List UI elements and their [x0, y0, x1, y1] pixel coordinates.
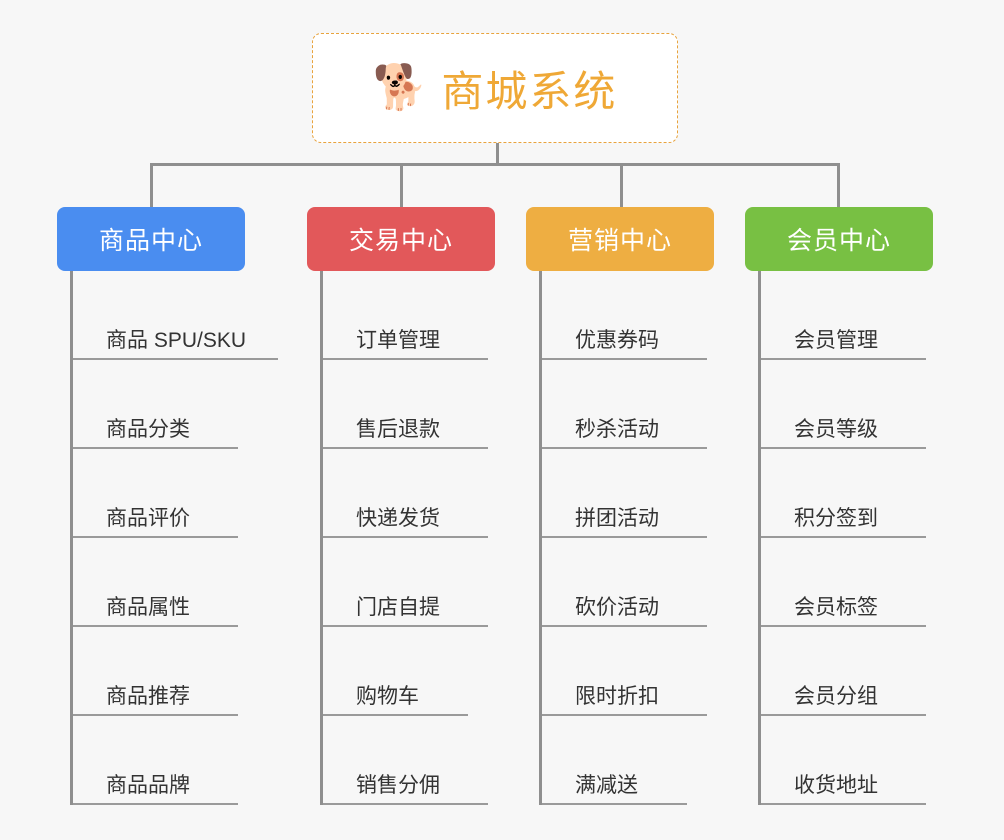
leaf-label: 砍价活动	[575, 595, 659, 619]
leaf-label: 会员管理	[794, 328, 878, 352]
category-label-0: 商品中心	[98, 227, 203, 255]
leaf-column-0: 商品 SPU/SKU 商品分类 商品评价 商品属性 商品推荐 商品品牌	[70, 271, 280, 805]
leaf-label: 购物车	[356, 684, 419, 708]
leaf-underline	[323, 358, 488, 360]
leaf-item[interactable]: 会员等级	[761, 360, 968, 449]
leaf-label: 会员标签	[794, 595, 878, 619]
connector-drop-2	[400, 163, 403, 208]
leaf-underline	[761, 803, 926, 805]
leaf-underline	[761, 625, 926, 627]
leaf-item[interactable]: 商品分类	[73, 360, 280, 449]
leaf-column-1: 订单管理 售后退款 快递发货 门店自提 购物车 销售分佣	[320, 271, 530, 805]
leaf-underline	[542, 358, 707, 360]
category-label-3: 会员中心	[786, 227, 891, 255]
category-box-3[interactable]: 会员中心	[745, 207, 933, 271]
leaf-item[interactable]: 会员标签	[761, 538, 968, 627]
leaf-item[interactable]: 销售分佣	[323, 716, 530, 805]
leaf-underline	[542, 803, 687, 805]
leaf-label: 商品 SPU/SKU	[106, 328, 247, 352]
leaf-label: 商品品牌	[106, 773, 190, 797]
root-node-shop-system[interactable]: 🐕 商城系统	[312, 33, 678, 143]
leaf-underline	[542, 625, 707, 627]
leaf-underline	[73, 625, 238, 627]
leaf-item[interactable]: 商品属性	[73, 538, 280, 627]
leaf-label: 销售分佣	[356, 773, 440, 797]
leaf-item[interactable]: 售后退款	[323, 360, 530, 449]
leaf-underline	[73, 714, 238, 716]
leaf-label: 快递发货	[356, 506, 440, 530]
leaf-item[interactable]: 拼团活动	[542, 449, 749, 538]
leaf-item[interactable]: 会员分组	[761, 627, 968, 716]
connector-horizontal-bar	[150, 163, 840, 166]
leaf-label: 商品评价	[106, 506, 190, 530]
connector-drop-4	[837, 163, 840, 208]
leaf-label: 限时折扣	[575, 684, 659, 708]
category-label-1: 交易中心	[348, 227, 453, 255]
leaf-underline	[73, 536, 238, 538]
leaf-underline	[73, 358, 278, 360]
leaf-underline	[323, 803, 488, 805]
leaf-label: 商品属性	[106, 595, 190, 619]
leaf-item[interactable]: 购物车	[323, 627, 530, 716]
shiba-dog-icon: 🐕	[372, 63, 428, 112]
leaf-item[interactable]: 订单管理	[323, 271, 530, 360]
leaf-label: 订单管理	[356, 328, 440, 352]
leaf-underline	[323, 625, 488, 627]
leaf-item[interactable]: 限时折扣	[542, 627, 749, 716]
leaf-underline	[542, 714, 707, 716]
leaf-column-3: 会员管理 会员等级 积分签到 会员标签 会员分组 收货地址	[758, 271, 968, 805]
leaf-underline	[761, 714, 926, 716]
leaf-label: 售后退款	[356, 417, 440, 441]
leaf-underline	[323, 536, 488, 538]
connector-root-stem	[496, 143, 499, 165]
leaf-label: 会员等级	[794, 417, 878, 441]
category-box-1[interactable]: 交易中心	[307, 207, 495, 271]
category-box-2[interactable]: 营销中心	[526, 207, 714, 271]
leaf-column-2: 优惠券码 秒杀活动 拼团活动 砍价活动 限时折扣 满减送	[539, 271, 749, 805]
leaf-item[interactable]: 满减送	[542, 716, 749, 805]
leaf-label: 拼团活动	[575, 506, 659, 530]
leaf-item[interactable]: 商品 SPU/SKU	[73, 271, 280, 360]
category-box-0[interactable]: 商品中心	[57, 207, 245, 271]
leaf-label: 收货地址	[794, 773, 878, 797]
category-label-2: 营销中心	[567, 227, 672, 255]
leaf-item[interactable]: 收货地址	[761, 716, 968, 805]
leaf-underline	[542, 536, 707, 538]
leaf-underline	[73, 447, 238, 449]
leaf-label: 秒杀活动	[575, 417, 659, 441]
leaf-item[interactable]: 商品品牌	[73, 716, 280, 805]
leaf-item[interactable]: 快递发货	[323, 449, 530, 538]
leaf-underline	[542, 447, 707, 449]
leaf-underline	[323, 447, 488, 449]
leaf-item[interactable]: 会员管理	[761, 271, 968, 360]
leaf-underline	[761, 358, 926, 360]
leaf-label: 会员分组	[794, 684, 878, 708]
leaf-item[interactable]: 秒杀活动	[542, 360, 749, 449]
leaf-label: 积分签到	[794, 506, 878, 530]
leaf-item[interactable]: 门店自提	[323, 538, 530, 627]
leaf-label: 商品分类	[106, 417, 190, 441]
leaf-label: 满减送	[575, 773, 638, 797]
connector-drop-1	[150, 163, 153, 208]
leaf-underline	[761, 447, 926, 449]
leaf-item[interactable]: 砍价活动	[542, 538, 749, 627]
leaf-label: 优惠券码	[575, 328, 659, 352]
leaf-item[interactable]: 商品推荐	[73, 627, 280, 716]
connector-drop-3	[620, 163, 623, 208]
leaf-item[interactable]: 商品评价	[73, 449, 280, 538]
leaf-underline	[323, 714, 468, 716]
leaf-item[interactable]: 优惠券码	[542, 271, 749, 360]
leaf-underline	[761, 536, 926, 538]
leaf-label: 商品推荐	[106, 684, 190, 708]
leaf-underline	[73, 803, 238, 805]
root-node-label: 商城系统	[441, 67, 618, 115]
leaf-item[interactable]: 积分签到	[761, 449, 968, 538]
leaf-label: 门店自提	[356, 595, 440, 619]
